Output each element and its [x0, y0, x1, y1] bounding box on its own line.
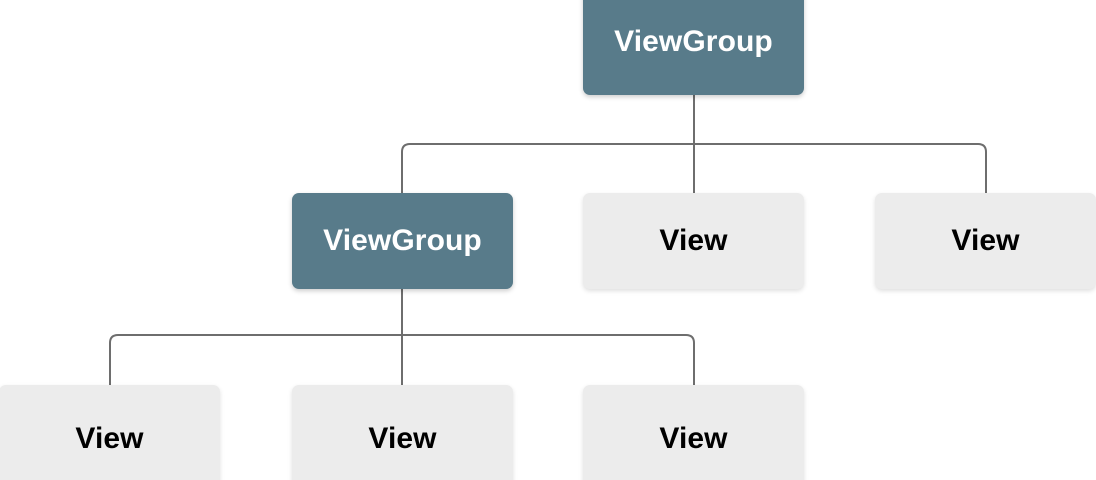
node-label: View — [659, 421, 728, 455]
node-level3-view-1[interactable]: View — [0, 385, 220, 480]
node-label: ViewGroup — [323, 224, 482, 257]
edge-root-to-viewgroup2 — [401, 143, 694, 193]
node-label: View — [368, 421, 437, 455]
node-label: ViewGroup — [614, 24, 773, 58]
node-root-viewgroup[interactable]: ViewGroup — [583, 0, 804, 95]
edge-root-to-view2 — [694, 143, 987, 193]
edge-viewgroup2-to-view5 — [402, 334, 695, 385]
node-level2-viewgroup[interactable]: ViewGroup — [292, 193, 513, 289]
node-level3-view-3[interactable]: View — [583, 385, 804, 480]
node-label: View — [75, 421, 144, 455]
node-level2-view-2[interactable]: View — [875, 193, 1096, 289]
node-level2-view-1[interactable]: View — [583, 193, 804, 289]
node-level3-view-2[interactable]: View — [292, 385, 513, 480]
edge-viewgroup2-to-view3 — [109, 334, 402, 385]
node-label: View — [659, 224, 728, 257]
node-label: View — [951, 224, 1020, 257]
